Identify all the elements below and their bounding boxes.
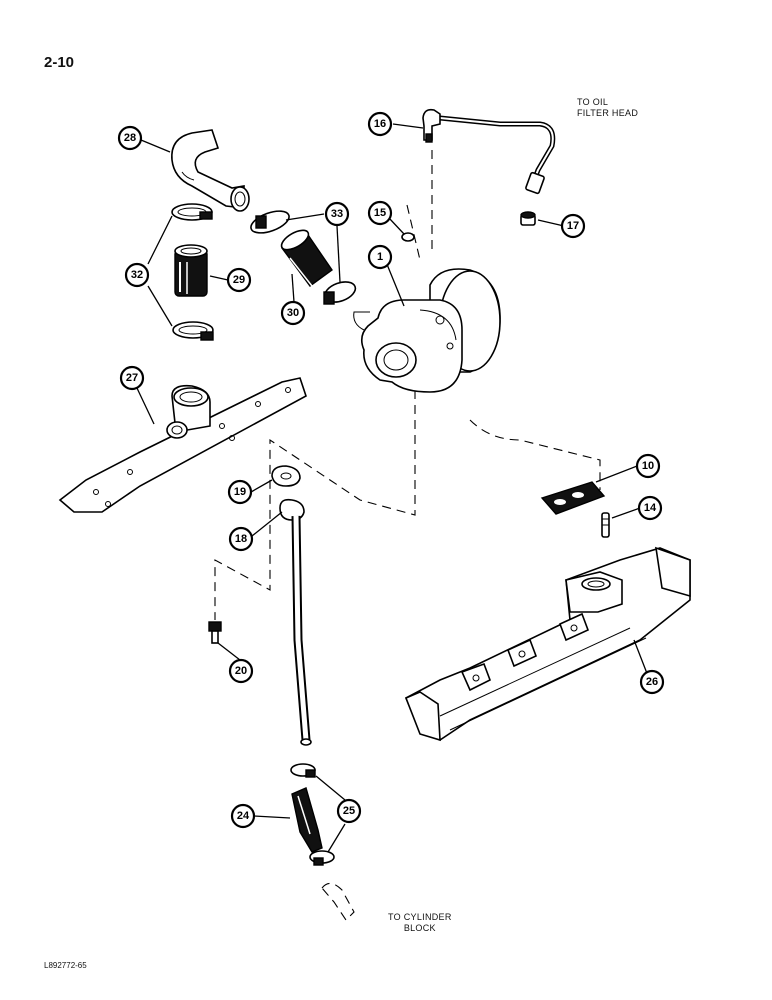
note-line: TO CYLINDER xyxy=(388,912,452,922)
callout-label: 14 xyxy=(644,502,657,514)
intake-plate-part xyxy=(58,377,307,513)
hose-clamp-upper-25 xyxy=(290,763,316,778)
callout-15: 15 xyxy=(367,200,393,226)
gasket-part-19 xyxy=(271,465,301,487)
callout-24: 24 xyxy=(230,803,256,829)
bolt-part xyxy=(208,621,222,644)
callout-label: 16 xyxy=(374,118,386,130)
callout-32: 32 xyxy=(124,262,150,288)
callout-33: 33 xyxy=(324,201,350,227)
assembly-dash-lines xyxy=(214,150,601,620)
callout-27: 27 xyxy=(119,365,145,391)
callout-label: 25 xyxy=(343,805,355,817)
washer-part xyxy=(401,232,415,242)
hose-clamp-upper-left xyxy=(171,203,213,221)
callout-label: 27 xyxy=(126,372,138,384)
stud-part xyxy=(601,512,610,538)
hose-part-30 xyxy=(280,229,333,287)
callout-29: 29 xyxy=(226,267,252,293)
hose-clamp-upper-right xyxy=(250,210,290,234)
adapter-fitting-part xyxy=(520,211,536,226)
oil-return-tube-part xyxy=(279,498,312,746)
page-number: 2-10 xyxy=(44,54,75,71)
hose-sleeve-part xyxy=(174,244,208,297)
callout-10: 10 xyxy=(635,453,661,479)
callout-label: 32 xyxy=(131,269,143,281)
callout-label: 20 xyxy=(235,665,247,677)
hose-clamp-lower-25 xyxy=(309,850,335,866)
figure-code: L892772-65 xyxy=(44,961,87,970)
callout-19: 19 xyxy=(227,479,253,505)
callout-1: 1 xyxy=(367,244,393,270)
callout-26: 26 xyxy=(639,669,665,695)
callout-30: 30 xyxy=(280,300,306,326)
callout-16: 16 xyxy=(367,111,393,137)
manifold-gasket-part xyxy=(540,481,606,515)
exhaust-manifold-part xyxy=(404,546,691,742)
note-line: TO OIL xyxy=(577,97,609,107)
note-line: FILTER HEAD xyxy=(577,108,639,118)
callout-label: 1 xyxy=(377,251,383,263)
callout-label: 18 xyxy=(235,533,247,545)
callout-28: 28 xyxy=(117,125,143,151)
leader-lines xyxy=(135,123,649,853)
callout-label: 24 xyxy=(237,810,250,822)
note-line: BLOCK xyxy=(403,923,436,933)
hose-clamp-lower-left xyxy=(172,321,214,341)
callout-label: 29 xyxy=(233,274,245,286)
callout-label: 19 xyxy=(234,486,246,498)
callout-18: 18 xyxy=(228,526,254,552)
callout-label: 26 xyxy=(646,676,658,688)
hose-clamp-lower-right xyxy=(323,281,357,305)
elbow-pipe-part xyxy=(171,129,250,212)
callout-label: 17 xyxy=(567,220,579,232)
turbocharger-part xyxy=(353,268,501,393)
callout-label: 15 xyxy=(374,207,386,219)
note-to-cylinder-block: TO CYLINDER BLOCK xyxy=(388,912,452,934)
callout-20: 20 xyxy=(228,658,254,684)
callout-label: 30 xyxy=(287,307,299,319)
oil-line-part xyxy=(422,108,556,195)
callout-label: 10 xyxy=(642,460,654,472)
callout-17: 17 xyxy=(560,213,586,239)
hose-part-24 xyxy=(291,787,323,853)
cylinder-block-port xyxy=(321,882,355,921)
callout-14: 14 xyxy=(637,495,663,521)
note-to-oil-filter-head: TO OIL FILTER HEAD xyxy=(577,97,638,119)
callout-25: 25 xyxy=(336,798,362,824)
callout-label: 28 xyxy=(124,132,136,144)
callout-label: 33 xyxy=(331,208,343,220)
